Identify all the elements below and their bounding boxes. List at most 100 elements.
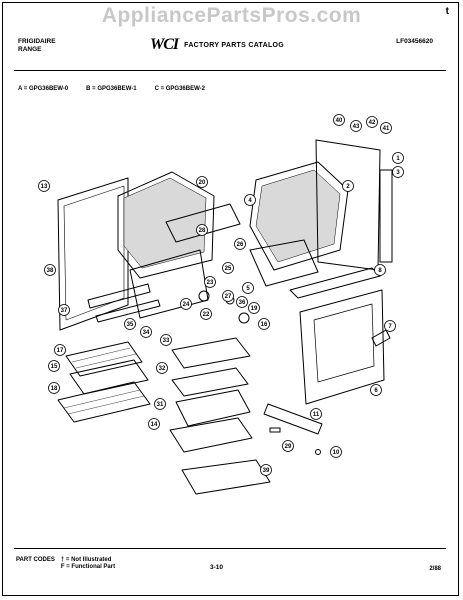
callout-marker: 27: [222, 290, 234, 302]
callout-marker: 10: [330, 446, 342, 458]
hinge: [371, 329, 391, 347]
svg-text:39: 39: [263, 468, 270, 474]
drawer-liner: [171, 337, 251, 369]
part-codes-legend: PART CODES † = Not Illustrated F = Funct…: [16, 557, 115, 571]
callout-marker: 25: [222, 262, 234, 274]
callout-marker: 14: [148, 418, 160, 430]
catalog-part-number: LF03456620: [396, 38, 433, 45]
header-divider: [14, 70, 446, 71]
model-list: A = GPG36BEW-0 B = GPG36BEW-1 C = GPG36B…: [18, 86, 205, 92]
svg-text:42: 42: [369, 120, 376, 126]
oven-liner: [249, 161, 349, 271]
svg-text:5: 5: [246, 286, 250, 292]
svg-text:26: 26: [237, 242, 244, 248]
storage-drawer: [175, 389, 251, 427]
svg-text:36: 36: [239, 300, 246, 306]
corner-mark: t: [445, 6, 449, 17]
svg-text:2: 2: [346, 184, 350, 190]
callout-marker: 42: [366, 116, 378, 128]
model-a: A = GPG36BEW-0: [18, 86, 69, 92]
model-b: B = GPG36BEW-1: [86, 86, 137, 92]
callout-marker: 1: [392, 152, 404, 164]
callout-marker: 24: [180, 298, 192, 310]
callout-marker: 22: [200, 308, 212, 320]
svg-text:43: 43: [353, 124, 360, 130]
drawer-bottom: [181, 459, 271, 495]
callout-marker: 31: [154, 398, 166, 410]
svg-text:34: 34: [143, 330, 150, 336]
burner-box: [129, 249, 209, 319]
svg-text:3: 3: [396, 170, 400, 176]
callout-marker: 3: [392, 166, 404, 178]
svg-text:35: 35: [127, 322, 134, 328]
oven-door: [299, 289, 385, 405]
callout-marker: 4: [244, 194, 256, 206]
product-type: RANGE: [18, 46, 42, 53]
functional-part-code: F = Functional Part: [60, 564, 116, 570]
callout-marker: 11: [310, 408, 322, 420]
watermark: AppliancePartsPros.com: [101, 4, 362, 27]
callout-marker: 23: [204, 276, 216, 288]
svg-text:33: 33: [163, 338, 170, 344]
not-illustrated-code: † = Not Illustrated: [60, 557, 112, 563]
bottom-rail: [87, 283, 151, 309]
callout-marker: 39: [260, 464, 272, 476]
svg-text:11: 11: [313, 412, 320, 418]
brand-name: FRIGIDAIRE: [18, 38, 56, 45]
callout-marker: 40: [333, 114, 345, 126]
svg-text:31: 31: [157, 402, 164, 408]
model-c: C = GPG36BEW-2: [154, 86, 205, 92]
svg-text:32: 32: [159, 366, 166, 372]
rear-panel: [117, 171, 215, 279]
svg-text:28: 28: [199, 228, 206, 234]
burner-grate: [165, 203, 241, 243]
svg-text:7: 7: [388, 324, 392, 330]
svg-text:19: 19: [251, 306, 258, 312]
callout-marker: 18: [48, 382, 60, 394]
callout-marker: 38: [44, 264, 56, 276]
page-frame: [2, 2, 459, 596]
callout-marker: 26: [234, 238, 246, 250]
svg-text:27: 27: [225, 294, 232, 300]
svg-text:10: 10: [333, 450, 340, 456]
oven-rack: [65, 341, 143, 377]
svg-text:4: 4: [248, 198, 252, 204]
callout-marker: 34: [140, 326, 152, 338]
svg-text:41: 41: [383, 126, 390, 132]
svg-text:1: 1: [396, 156, 400, 162]
callout-marker: 35: [124, 318, 136, 330]
svg-text:14: 14: [151, 422, 158, 428]
door-frame: [289, 267, 381, 299]
svg-text:25: 25: [225, 266, 232, 272]
callout-marker: 8: [374, 264, 386, 276]
callout-marker: 33: [160, 334, 172, 346]
callout-marker: 28: [196, 224, 208, 236]
page-number: 3-10: [210, 564, 224, 571]
catalog-title: FACTORY PARTS CATALOG: [184, 41, 285, 49]
catalog-date: 2/88: [429, 566, 441, 572]
wci-logo: WCI: [150, 36, 179, 53]
callout-marker: 32: [156, 362, 168, 374]
callout-marker: 37: [58, 304, 70, 316]
callout-marker: 17: [54, 344, 66, 356]
callout-marker: 7: [384, 320, 396, 332]
knob: [198, 290, 210, 302]
callout-marker: 15: [48, 360, 60, 372]
callout-marker: 43: [350, 120, 362, 132]
callout-marker: 36: [236, 296, 248, 308]
kick-plate: [263, 403, 323, 435]
catalog-header: WCI FACTORY PARTS CATALOG: [150, 36, 284, 54]
svg-text:15: 15: [51, 364, 58, 370]
side-trim: [379, 169, 393, 263]
svg-text:20: 20: [199, 180, 206, 186]
footer-divider: [14, 548, 446, 549]
svg-text:23: 23: [207, 280, 214, 286]
callout-marker: 16: [258, 318, 270, 330]
svg-text:18: 18: [51, 386, 58, 392]
part-codes-label: PART CODES: [16, 557, 55, 563]
brand-block: FRIGIDAIRE RANGE: [18, 38, 56, 54]
svg-text:40: 40: [336, 118, 343, 124]
svg-text:17: 17: [57, 348, 64, 354]
callout-marker: 20: [196, 176, 208, 188]
